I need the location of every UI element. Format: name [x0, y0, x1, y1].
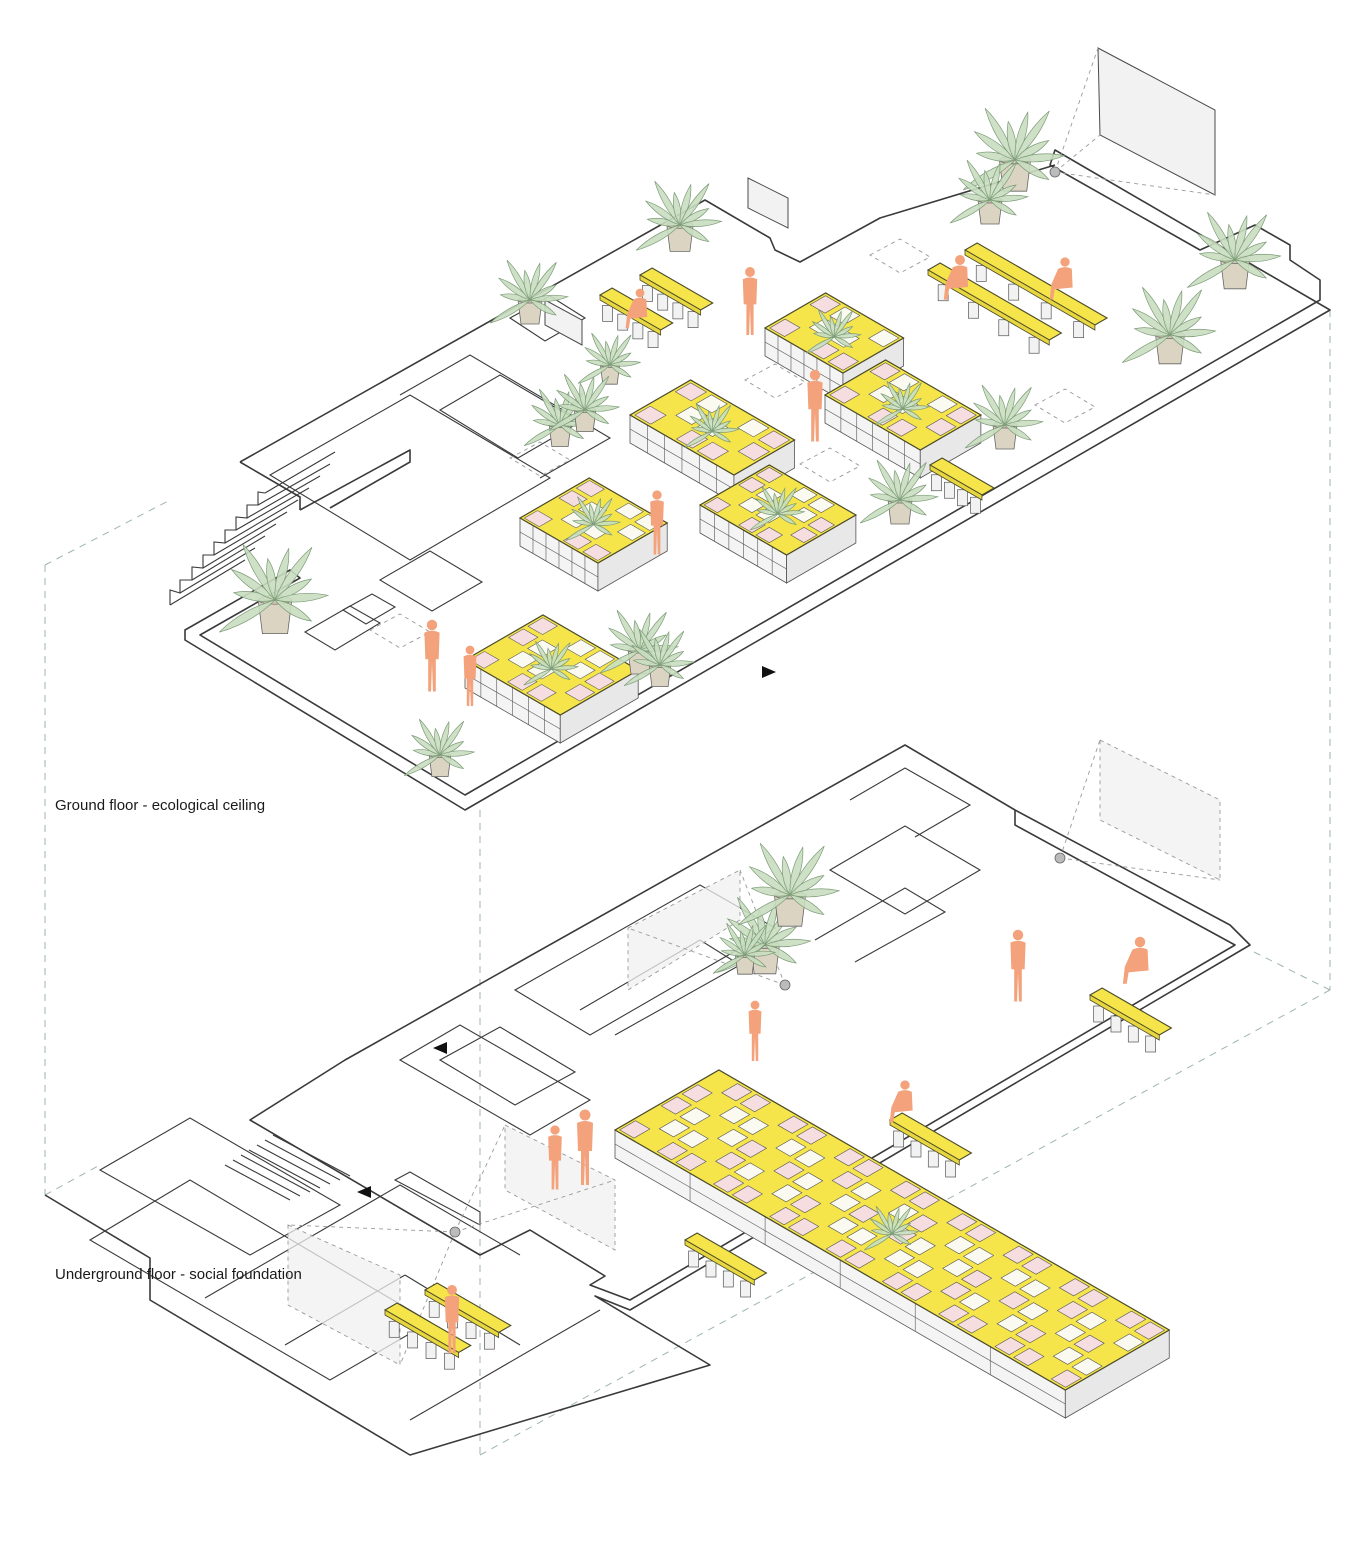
person-icon	[807, 369, 823, 442]
person-icon	[1122, 936, 1149, 984]
person-icon	[748, 1000, 762, 1061]
bench	[963, 242, 1109, 338]
plant-icon	[548, 373, 621, 432]
plant-icon	[949, 159, 1030, 225]
plant-icon	[635, 180, 723, 252]
person-icon	[889, 1080, 913, 1123]
person-icon	[742, 267, 758, 335]
plant-icon	[749, 485, 806, 531]
plant-icon	[403, 718, 476, 777]
projector-icon	[1054, 852, 1066, 864]
person-icon	[650, 490, 664, 555]
plants-layer	[218, 107, 1282, 975]
person-icon	[625, 288, 648, 329]
table-module	[518, 477, 669, 592]
table-module	[698, 464, 858, 584]
plant-icon	[577, 332, 642, 385]
plant-icon	[218, 543, 330, 634]
plant-icon	[1186, 211, 1282, 290]
person-icon	[1010, 929, 1026, 1002]
person-icon	[424, 619, 440, 692]
people-layer	[424, 255, 1149, 1353]
plant-icon	[859, 459, 940, 525]
projector-icon	[779, 979, 791, 991]
projector-icon	[1049, 166, 1061, 178]
underground-floor-label: Underground floor - social foundation	[55, 1266, 302, 1283]
screen-icon	[747, 177, 789, 229]
person-icon	[577, 1109, 593, 1185]
screen-icon	[1097, 47, 1216, 196]
person-icon	[1049, 257, 1073, 300]
plant-icon	[1121, 286, 1217, 365]
plant-icon	[712, 922, 777, 975]
bench	[928, 457, 996, 514]
ground-floor-label: Ground floor - ecological ceiling	[55, 797, 266, 814]
entrance-arrow-icon	[357, 1186, 371, 1198]
stair-icon	[224, 1134, 351, 1201]
entrance-arrow-icon	[762, 666, 776, 678]
plant-icon	[806, 308, 862, 354]
person-icon	[548, 1125, 562, 1190]
projector-icon	[449, 1226, 461, 1238]
plant-icon	[737, 842, 841, 927]
plant-icon	[964, 384, 1045, 450]
underground-floor-outline	[44, 744, 1251, 1456]
bench	[423, 1282, 512, 1350]
bench	[1088, 987, 1173, 1053]
long-table	[613, 1069, 1171, 1419]
entrance-arrow-icon	[433, 1042, 447, 1054]
person-icon	[444, 1285, 460, 1353]
bench	[683, 1232, 768, 1298]
plant-icon	[874, 380, 931, 426]
bench	[888, 1112, 973, 1178]
plant-icon	[565, 496, 622, 541]
tables-layer	[463, 292, 1171, 1419]
bench	[638, 267, 714, 328]
underground-floor-plan	[44, 739, 1251, 1456]
person-icon	[463, 645, 477, 706]
stair-icon	[169, 451, 336, 606]
person-icon	[943, 255, 969, 300]
plant-icon	[863, 1205, 920, 1251]
plant-icon	[623, 628, 696, 687]
ground-floor-plan	[169, 47, 1331, 811]
plant-icon	[489, 259, 570, 325]
screen-icon	[544, 299, 583, 346]
table-module	[463, 614, 640, 744]
floor-connector-lines	[44, 310, 1331, 1456]
plant-icon	[684, 403, 740, 448]
plant-icon	[523, 640, 580, 686]
